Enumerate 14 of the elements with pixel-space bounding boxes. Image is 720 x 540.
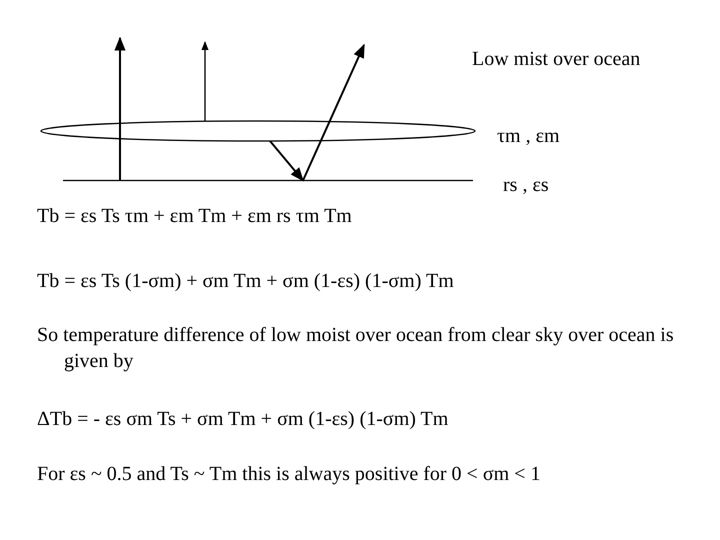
ocean-surface-line <box>63 179 473 182</box>
arrow <box>302 44 365 181</box>
arrow <box>201 41 209 122</box>
paragraph: For εs ~ 0.5 and Ts ~ Tm this is always positive for 0 < σm < 1 <box>37 463 540 486</box>
mist-layer-ellipse <box>40 120 476 142</box>
title-label: Low mist over ocean <box>472 48 640 71</box>
symbol-label: rs , εs <box>503 174 549 197</box>
symbol-label: τm , εm <box>497 125 560 148</box>
equation: Tb = εs Ts τm + εm Tm + εm rs τm Tm <box>37 205 352 228</box>
equation: Tb = εs Ts (1-σm) + σm Tm + σm (1-εs) (1-σm) Tm <box>37 270 454 293</box>
equation: ΔTb = - εs σm Ts + σm Tm + σm (1-εs) (1-σm) Tm <box>37 408 448 431</box>
paragraph: So temperature difference of low moist over ocean from clear sky over ocean is given by <box>37 323 675 374</box>
arrow <box>114 36 126 180</box>
arrow <box>269 140 304 182</box>
